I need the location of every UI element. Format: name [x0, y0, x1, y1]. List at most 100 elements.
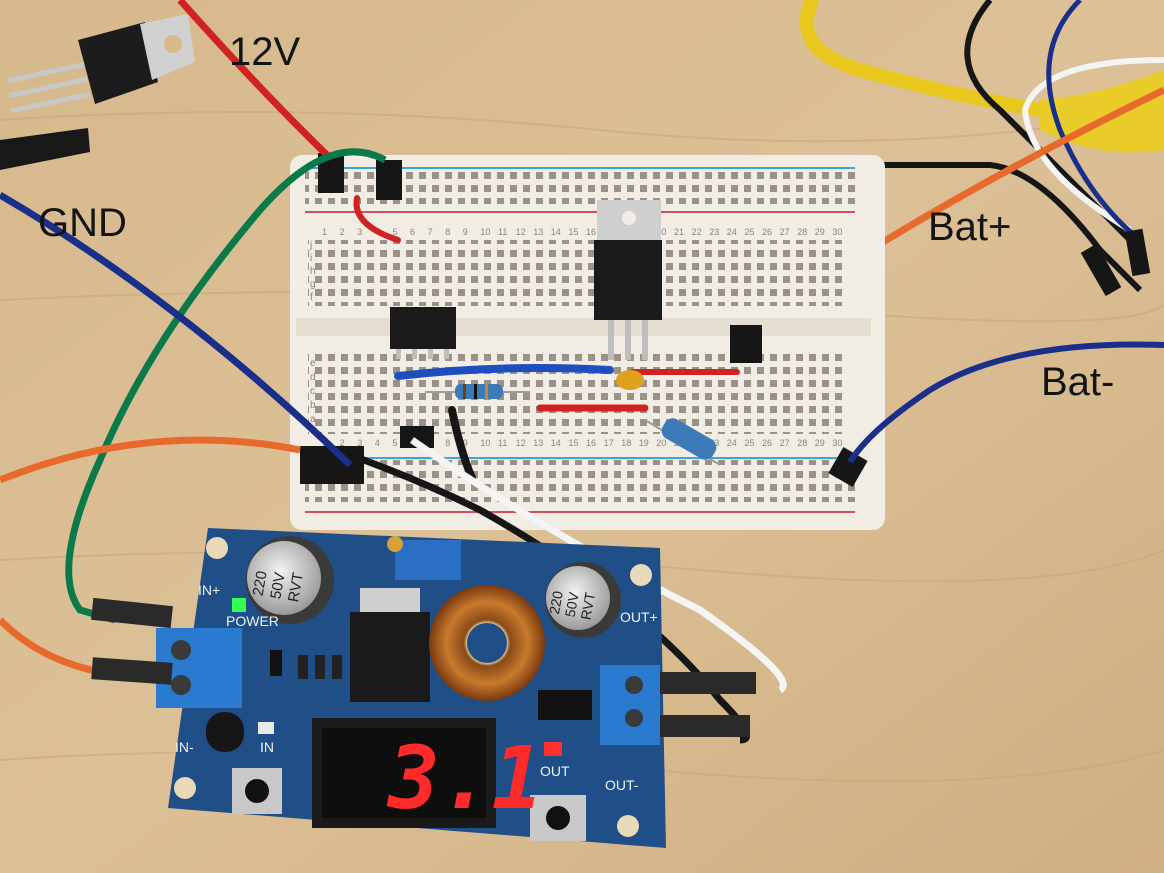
- column-number-top: 11: [498, 227, 507, 237]
- in-plus-label: IN+: [198, 582, 220, 598]
- blue-wire-bat-minus: [847, 341, 1164, 464]
- power-led: [232, 598, 246, 612]
- blue-jumper-short: [394, 364, 614, 380]
- black-wire-batt: [860, 162, 1143, 293]
- label-gnd: GND: [38, 201, 127, 245]
- black-header-bat-plus: [730, 325, 762, 363]
- column-number-top: 8: [445, 227, 450, 237]
- green-wire: [65, 148, 387, 624]
- column-number-top: 12: [516, 227, 526, 237]
- column-number-top: 6: [410, 227, 415, 237]
- orange-wire-left-low: [0, 617, 101, 676]
- column-number-bottom: 11: [498, 438, 507, 448]
- dip8-chip: [390, 307, 456, 359]
- column-number-top: 24: [727, 227, 737, 237]
- out-led: [544, 742, 562, 756]
- row-letter-bottom: e: [310, 358, 316, 369]
- blue-wire-top: [1046, 0, 1142, 242]
- column-number-bottom: 26: [762, 438, 772, 448]
- cap-right-marking: 220 50V RVT: [546, 589, 598, 621]
- voltage-regulator-ic: [594, 200, 662, 360]
- black-header-12v-b: [376, 160, 402, 200]
- black-plug-right: [1080, 243, 1122, 297]
- column-number-top: 9: [463, 227, 468, 237]
- column-number-top: 5: [392, 227, 397, 237]
- label-bat-minus: Bat-: [1041, 360, 1115, 404]
- column-number-bottom: 13: [533, 438, 543, 448]
- ceramic-capacitor: [616, 370, 644, 390]
- red-jumper-top: [353, 195, 401, 243]
- cap-right-value: 220: [546, 589, 566, 615]
- black-header-white: [400, 426, 434, 448]
- label-bat-plus: Bat+: [928, 205, 1012, 249]
- column-number-top: 7: [428, 227, 433, 237]
- orange-wire-left: [0, 436, 301, 484]
- yellow-clip: [1040, 70, 1164, 153]
- row-letter-bottom: b: [310, 400, 316, 411]
- column-number-bottom: 5: [392, 438, 397, 448]
- row-letter-bottom: d: [310, 372, 316, 383]
- column-number-bottom: 29: [815, 438, 825, 448]
- column-number-bottom: 17: [604, 438, 614, 448]
- column-number-top: 30: [832, 227, 842, 237]
- cap-left-value: 220: [250, 570, 271, 598]
- row-letter-top: g: [310, 279, 316, 290]
- column-number-bottom: 30: [832, 438, 842, 448]
- cap-right-series: RVT: [577, 590, 598, 621]
- to220-regulator-loose: [6, 14, 195, 114]
- column-number-top: 3: [357, 227, 362, 237]
- red-wire-12v: [177, 0, 333, 161]
- column-number-bottom: 14: [551, 438, 561, 448]
- column-number-bottom: 18: [621, 438, 631, 448]
- resistor-power: [644, 418, 721, 466]
- black-tool-handle: [0, 128, 90, 170]
- column-number-top: 21: [674, 227, 684, 237]
- out-led-label: OUT: [540, 763, 570, 779]
- plug-white: [660, 672, 756, 694]
- column-number-top: 10: [480, 227, 490, 237]
- column-number-bottom: 4: [375, 438, 380, 448]
- cap-left-voltage: 50V: [267, 571, 288, 600]
- out-minus-label: OUT-: [605, 777, 639, 793]
- column-number-bottom: 8: [445, 438, 450, 448]
- column-number-top: 26: [762, 227, 772, 237]
- blue-wire-gnd: [0, 191, 353, 468]
- column-number-top: 2: [340, 227, 345, 237]
- in-minus-label: IN-: [175, 739, 194, 755]
- column-number-top: 28: [797, 227, 807, 237]
- column-number-top: 25: [744, 227, 754, 237]
- row-letter-top: i: [310, 253, 312, 264]
- resistor-small: [425, 384, 530, 399]
- column-number-bottom: 10: [480, 438, 490, 448]
- column-number-bottom: 20: [656, 438, 666, 448]
- label-12v: 12V: [229, 30, 301, 74]
- cap-left-series: RVT: [285, 571, 307, 603]
- plug-black: [660, 715, 750, 737]
- column-number-bottom: 2: [340, 438, 345, 448]
- cap-right-voltage: 50V: [562, 590, 582, 618]
- column-number-bottom: 28: [797, 438, 807, 448]
- row-letter-top: h: [310, 266, 316, 277]
- cap-left-marking: 220 50V RVT: [250, 570, 307, 604]
- column-numbers-top: 1234567891011121314151617181920212223242…: [322, 227, 842, 237]
- column-number-bottom: 16: [586, 438, 596, 448]
- column-number-top: 22: [692, 227, 702, 237]
- column-number-bottom: 24: [727, 438, 737, 448]
- row-letter-top: j: [309, 240, 312, 251]
- black-jumper-board: [448, 406, 476, 482]
- row-letter-bottom: a: [310, 414, 316, 425]
- column-number-top: 15: [568, 227, 578, 237]
- column-number-top: 23: [709, 227, 719, 237]
- power-label: POWER: [226, 613, 279, 629]
- column-number-bottom: 12: [516, 438, 526, 448]
- plug-green: [91, 597, 173, 629]
- column-number-top: 16: [586, 227, 596, 237]
- in-led-label: IN: [260, 739, 274, 755]
- white-wire-top: [1021, 57, 1164, 233]
- buck-converter-module: [156, 528, 666, 848]
- row-letter-bottom: c: [310, 386, 315, 397]
- column-number-top: 27: [780, 227, 790, 237]
